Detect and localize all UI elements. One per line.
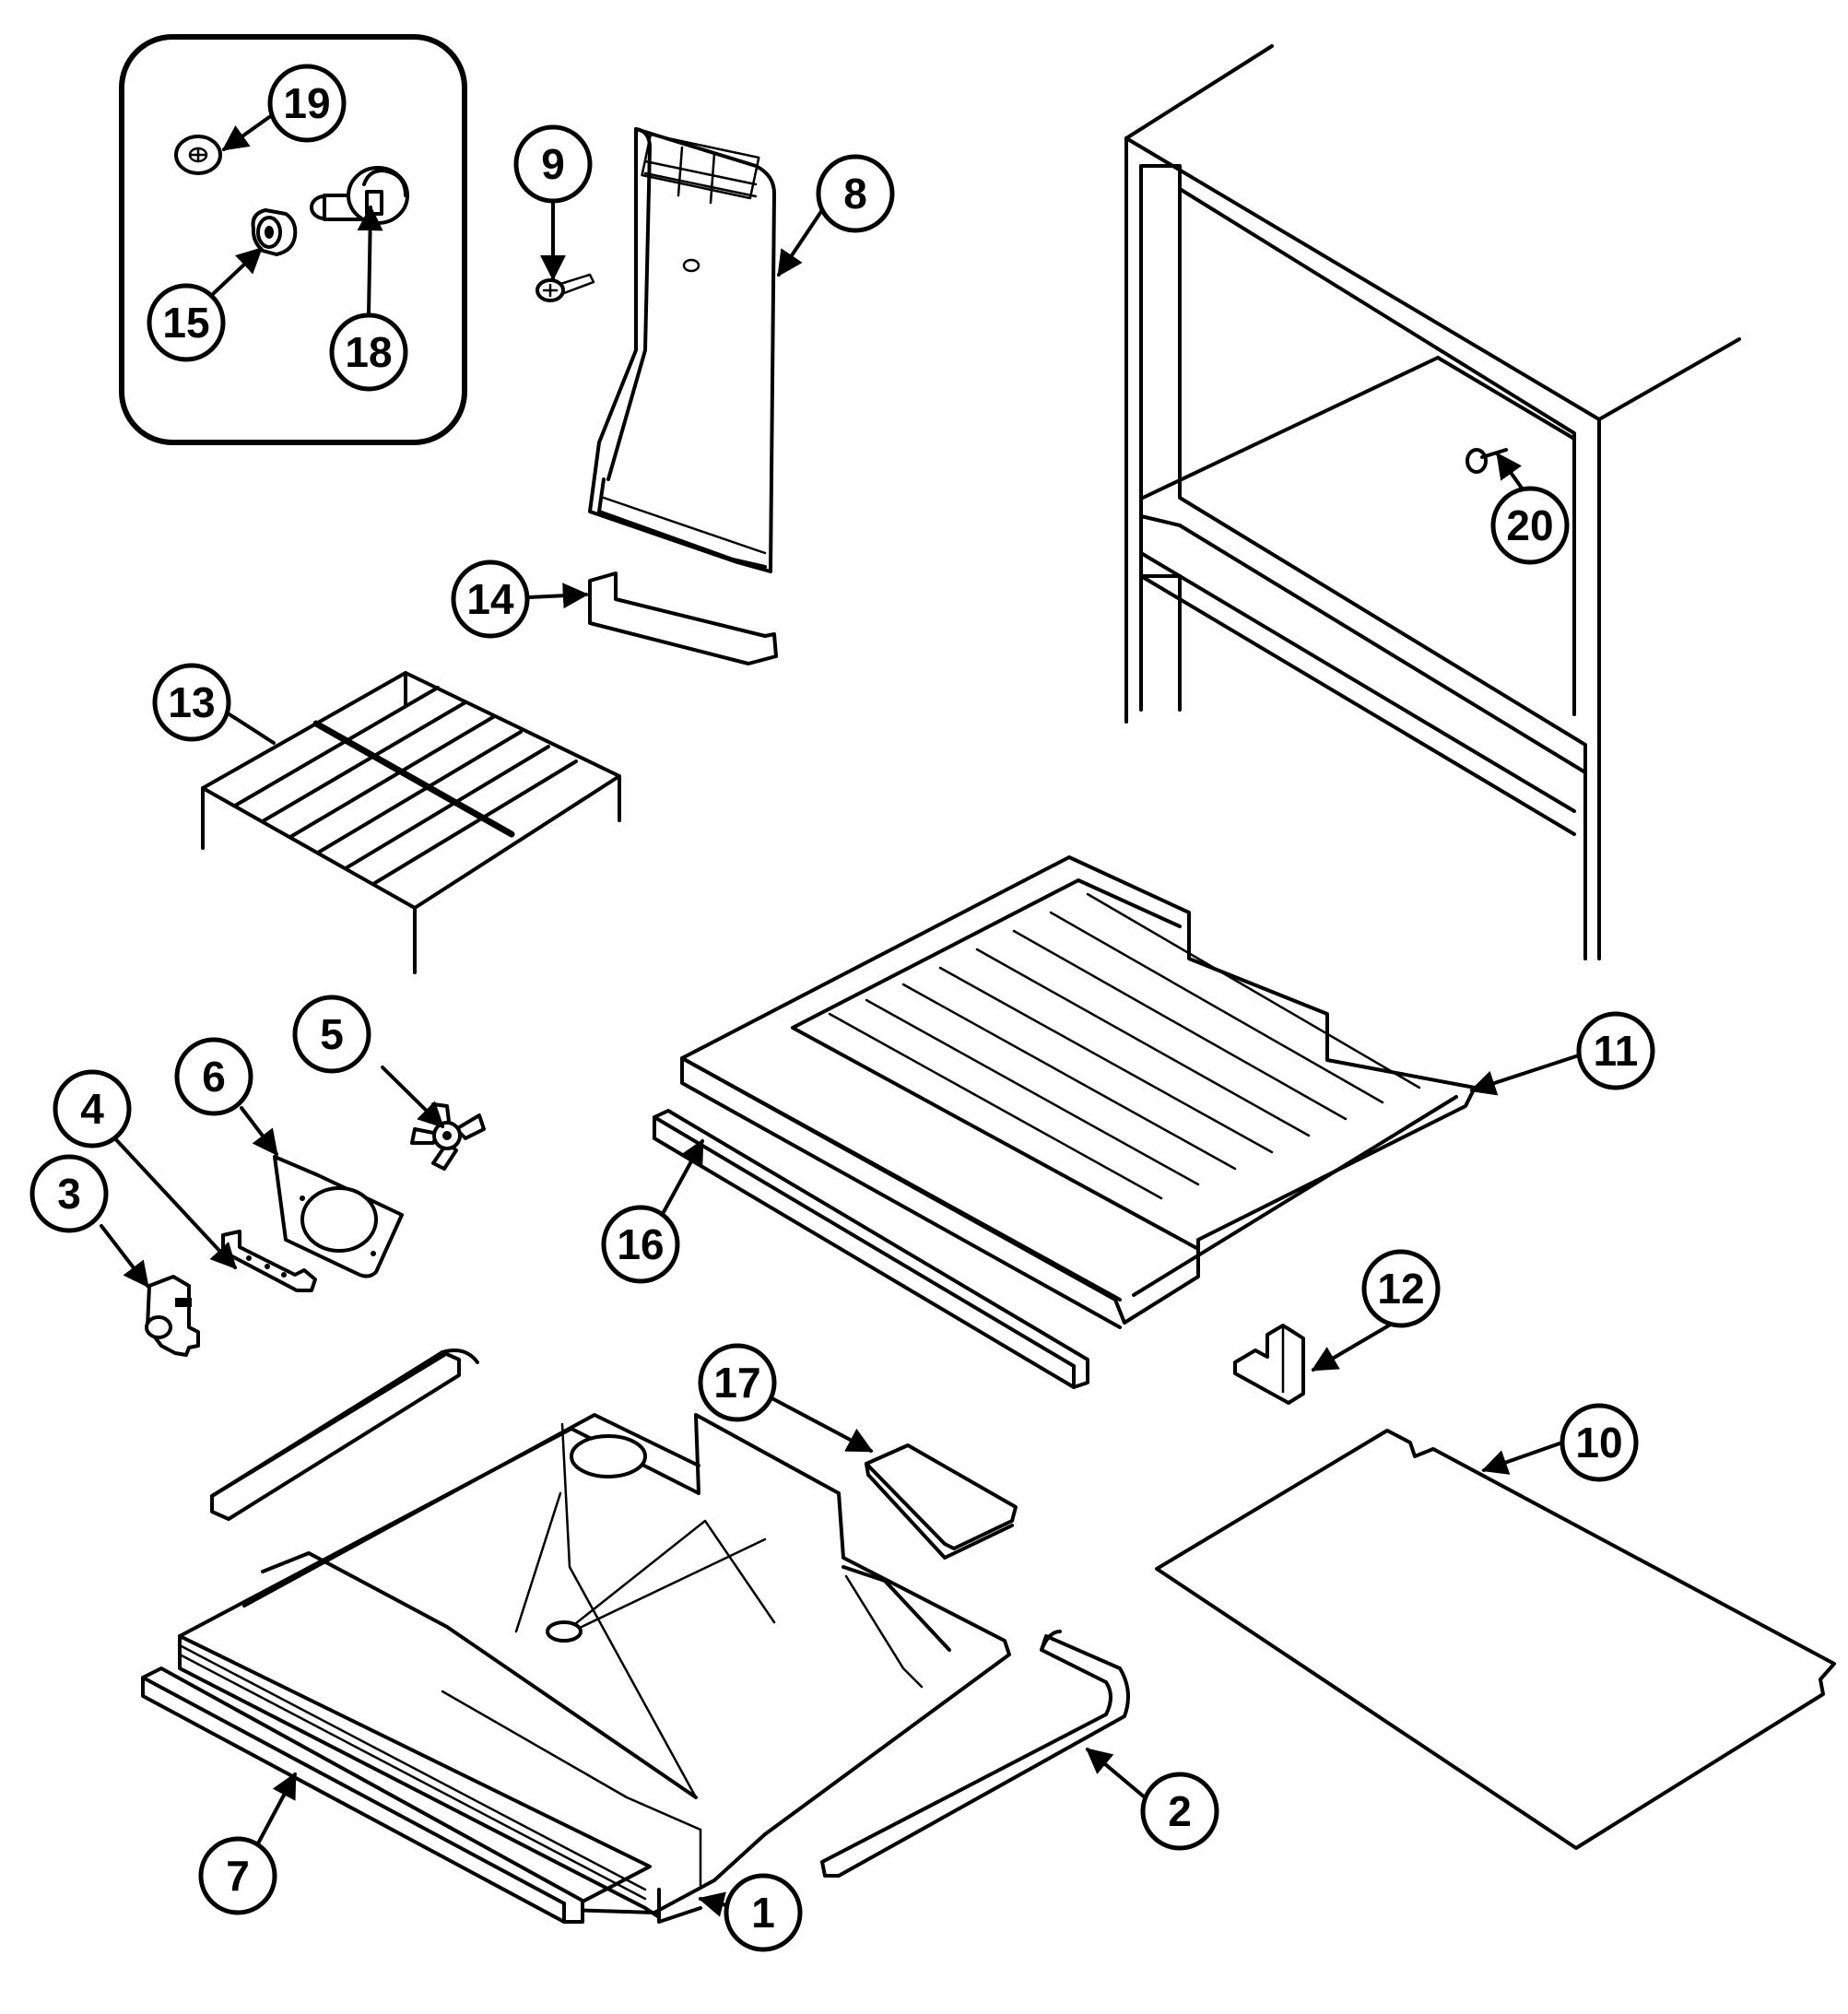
svg-text:14: 14 — [466, 575, 514, 623]
callout-13: 13 — [152, 663, 231, 742]
part-14-seal — [588, 571, 778, 665]
callout-2: 2 — [1140, 1772, 1219, 1851]
callout-18: 18 — [329, 312, 408, 392]
callout-8: 8 — [816, 154, 895, 233]
part-5-fan-blade — [410, 1102, 486, 1171]
svg-text:16: 16 — [617, 1220, 664, 1268]
svg-text:12: 12 — [1377, 1265, 1424, 1313]
part-3-thermostat — [145, 1275, 200, 1357]
svg-text:9: 9 — [541, 140, 565, 188]
callout-1: 1 — [724, 1873, 803, 1952]
part-13-wire-shelf — [201, 671, 621, 974]
svg-text:11: 11 — [1594, 1027, 1639, 1075]
part-19-knob-cap — [174, 135, 222, 175]
part-7-seal-strip — [141, 1667, 584, 1924]
part-17-cover — [865, 1443, 1018, 1560]
svg-text:6: 6 — [202, 1053, 226, 1101]
svg-text:7: 7 — [226, 1852, 250, 1900]
part-2-seal-strip — [820, 1630, 1130, 1878]
callout-16: 16 — [601, 1205, 680, 1284]
inset-box — [119, 34, 467, 445]
part-6-fan-shroud — [273, 1155, 404, 1278]
svg-text:2: 2 — [1168, 1787, 1192, 1835]
svg-text:19: 19 — [283, 79, 330, 127]
part-9-screw — [536, 273, 595, 302]
callout-4: 4 — [53, 1069, 132, 1148]
callout-15: 15 — [147, 283, 226, 362]
svg-text:10: 10 — [1575, 1419, 1622, 1466]
callout-14: 14 — [451, 559, 530, 639]
svg-text:3: 3 — [57, 1170, 81, 1218]
cabinet-frame — [1124, 44, 1741, 960]
callout-7: 7 — [198, 1836, 277, 1915]
callout-11: 11 — [1576, 1011, 1655, 1090]
part-12-bracket — [1233, 1324, 1305, 1405]
part-20-screw — [1465, 448, 1508, 474]
callout-9: 9 — [513, 124, 593, 204]
svg-text:13: 13 — [168, 678, 215, 726]
part-18-thermostat-knob — [310, 166, 409, 225]
callout-20: 20 — [1490, 486, 1570, 565]
svg-text:18: 18 — [345, 328, 392, 376]
tray-left-strip — [210, 1349, 479, 1521]
part-11-crisper-cover — [680, 855, 1477, 1329]
callout-12: 12 — [1361, 1249, 1441, 1328]
svg-text:4: 4 — [80, 1085, 104, 1133]
svg-text:1: 1 — [751, 1889, 775, 1937]
svg-text:20: 20 — [1506, 501, 1553, 549]
callout-17: 17 — [698, 1343, 777, 1422]
svg-text:15: 15 — [162, 299, 209, 347]
callout-5: 5 — [292, 995, 371, 1074]
callout-19: 19 — [267, 64, 347, 143]
svg-text:8: 8 — [843, 170, 867, 218]
svg-text:17: 17 — [713, 1359, 760, 1407]
part-16-front-strip — [653, 1109, 1089, 1389]
callout-3: 3 — [29, 1154, 109, 1233]
part-10-panel — [1155, 1429, 1836, 1850]
svg-text:5: 5 — [320, 1010, 344, 1058]
callout-10: 10 — [1560, 1403, 1639, 1482]
part-8-duct-cover — [588, 127, 776, 573]
leader-lines — [100, 113, 1581, 1917]
callout-6: 6 — [174, 1037, 253, 1116]
part-15-bushing — [251, 208, 298, 256]
